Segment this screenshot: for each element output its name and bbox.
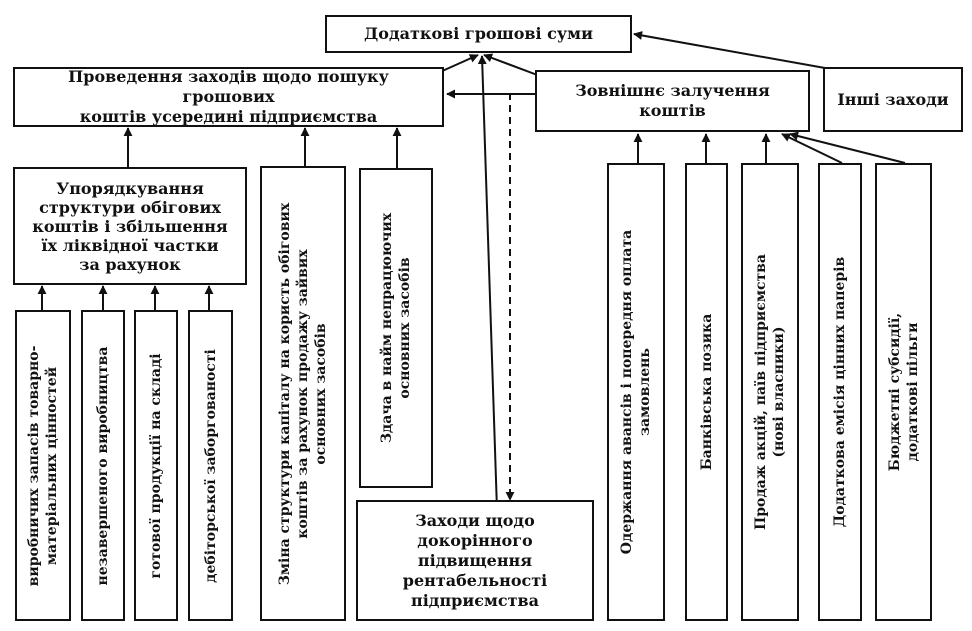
node-ext-securities-issue-line1: Додаткова емісія цінних паперів xyxy=(832,256,848,528)
arrow-other-to-top xyxy=(633,30,826,69)
node-wc-wip-line1: незавершеного виробництва xyxy=(95,346,111,585)
node-additional-cash-label: Додаткові грошові суми xyxy=(364,24,593,43)
node-ext-budget-subsidies-line1: Бюджетні субсидії, xyxy=(886,312,903,472)
node-ext-share-sale: Продаж акцій, паїв підприємства (нові вл… xyxy=(741,163,799,621)
node-capital-structure-line3: основних засобів xyxy=(313,322,329,465)
node-profitability-line4: рентабельності xyxy=(402,570,548,590)
node-ext-bank-loan-line1: Банківська позика xyxy=(698,313,715,471)
node-working-capital-line4: їх ліквідної частки xyxy=(41,235,219,255)
node-working-capital-line5: за рахунок xyxy=(79,254,181,274)
node-working-capital-line3: коштів і збільшення xyxy=(32,216,228,236)
node-capital-structure-line2: коштів за рахунок продажу зайвих xyxy=(295,248,311,539)
node-wc-receivables-line1: дебіторської заборгованості xyxy=(202,348,219,583)
node-other-measures-label: Інші заходи xyxy=(837,89,949,109)
node-wc-receivables: дебіторської заборгованості xyxy=(188,310,233,621)
node-profitability-measures: Заходи щодо докорінного підвищення рента… xyxy=(356,500,594,621)
node-external-attraction-line2: коштів xyxy=(639,101,706,120)
arrow-ext-item-5 xyxy=(789,131,906,164)
node-wc-inventories-line2: матеріальних цінностей xyxy=(44,366,60,565)
arrow-internal-to-top xyxy=(439,54,479,73)
node-profitability-line1: Заходи щодо xyxy=(415,510,535,530)
node-internal-search-line2: коштів усередині підприємства xyxy=(79,107,378,126)
node-ext-advances: Одержання авансів і попередня оплата зам… xyxy=(607,163,665,621)
node-lease-fixed-assets: Здача в найм непрацюючих основних засобі… xyxy=(359,168,433,488)
node-ext-securities-issue: Додаткова емісія цінних паперів xyxy=(818,163,862,621)
node-wc-inventories: виробничих запасів товарно- матеріальних… xyxy=(15,310,71,621)
node-internal-search-line1: Проведення заходів щодо пошуку грошових xyxy=(68,67,389,106)
node-working-capital-line2: структури обігових xyxy=(39,197,221,217)
arrow-profitability-to-top xyxy=(477,55,498,511)
node-other-measures: Інші заходи xyxy=(823,67,963,132)
node-ext-share-sale-line1: Продаж акцій, паїв підприємства xyxy=(753,254,769,530)
node-lease-fixed-assets-line1: Здача в найм непрацюючих xyxy=(379,212,395,444)
dashed-arrow-external-to-profitability xyxy=(505,93,535,501)
node-wc-finished-goods-line1: готової продукції на складі xyxy=(148,352,164,579)
node-working-capital: Упорядкування структури обігових коштів … xyxy=(13,167,247,285)
node-wc-inventories-line1: виробничих запасів товарно- xyxy=(26,345,42,586)
node-capital-structure: Зміна структури капіталу на користь обіг… xyxy=(260,166,346,621)
node-ext-budget-subsidies: Бюджетні субсидії, додаткові пільги xyxy=(875,163,932,621)
node-external-attraction: Зовнішнє залучення коштів xyxy=(535,70,810,132)
node-profitability-line2: докорінного xyxy=(417,530,533,550)
node-ext-budget-subsidies-line2: додаткові пільги xyxy=(904,322,921,462)
node-wc-finished-goods: готової продукції на складі xyxy=(134,310,178,621)
node-profitability-line3: підвищення xyxy=(417,550,533,570)
node-ext-advances-line1: Одержання авансів і попередня оплата xyxy=(619,229,635,555)
arrow-external-to-top xyxy=(483,53,541,77)
node-working-capital-line1: Упорядкування xyxy=(56,178,204,198)
node-ext-bank-loan: Банківська позика xyxy=(685,163,728,621)
node-internal-search: Проведення заходів щодо пошуку грошових … xyxy=(13,67,444,127)
node-external-attraction-line1: Зовнішнє залучення xyxy=(575,81,770,100)
node-additional-cash: Додаткові грошові суми xyxy=(325,15,632,53)
node-lease-fixed-assets-line2: основних засобів xyxy=(397,257,413,399)
node-ext-advances-line2: замовлень xyxy=(637,348,653,436)
node-ext-share-sale-line2: (нові власники) xyxy=(771,326,787,458)
node-profitability-line5: підприємства xyxy=(411,590,539,610)
node-capital-structure-line1: Зміна структури капіталу на користь обіг… xyxy=(277,202,293,585)
node-wc-wip: незавершеного виробництва xyxy=(81,310,125,621)
arrow-ext-item-4 xyxy=(781,133,843,164)
